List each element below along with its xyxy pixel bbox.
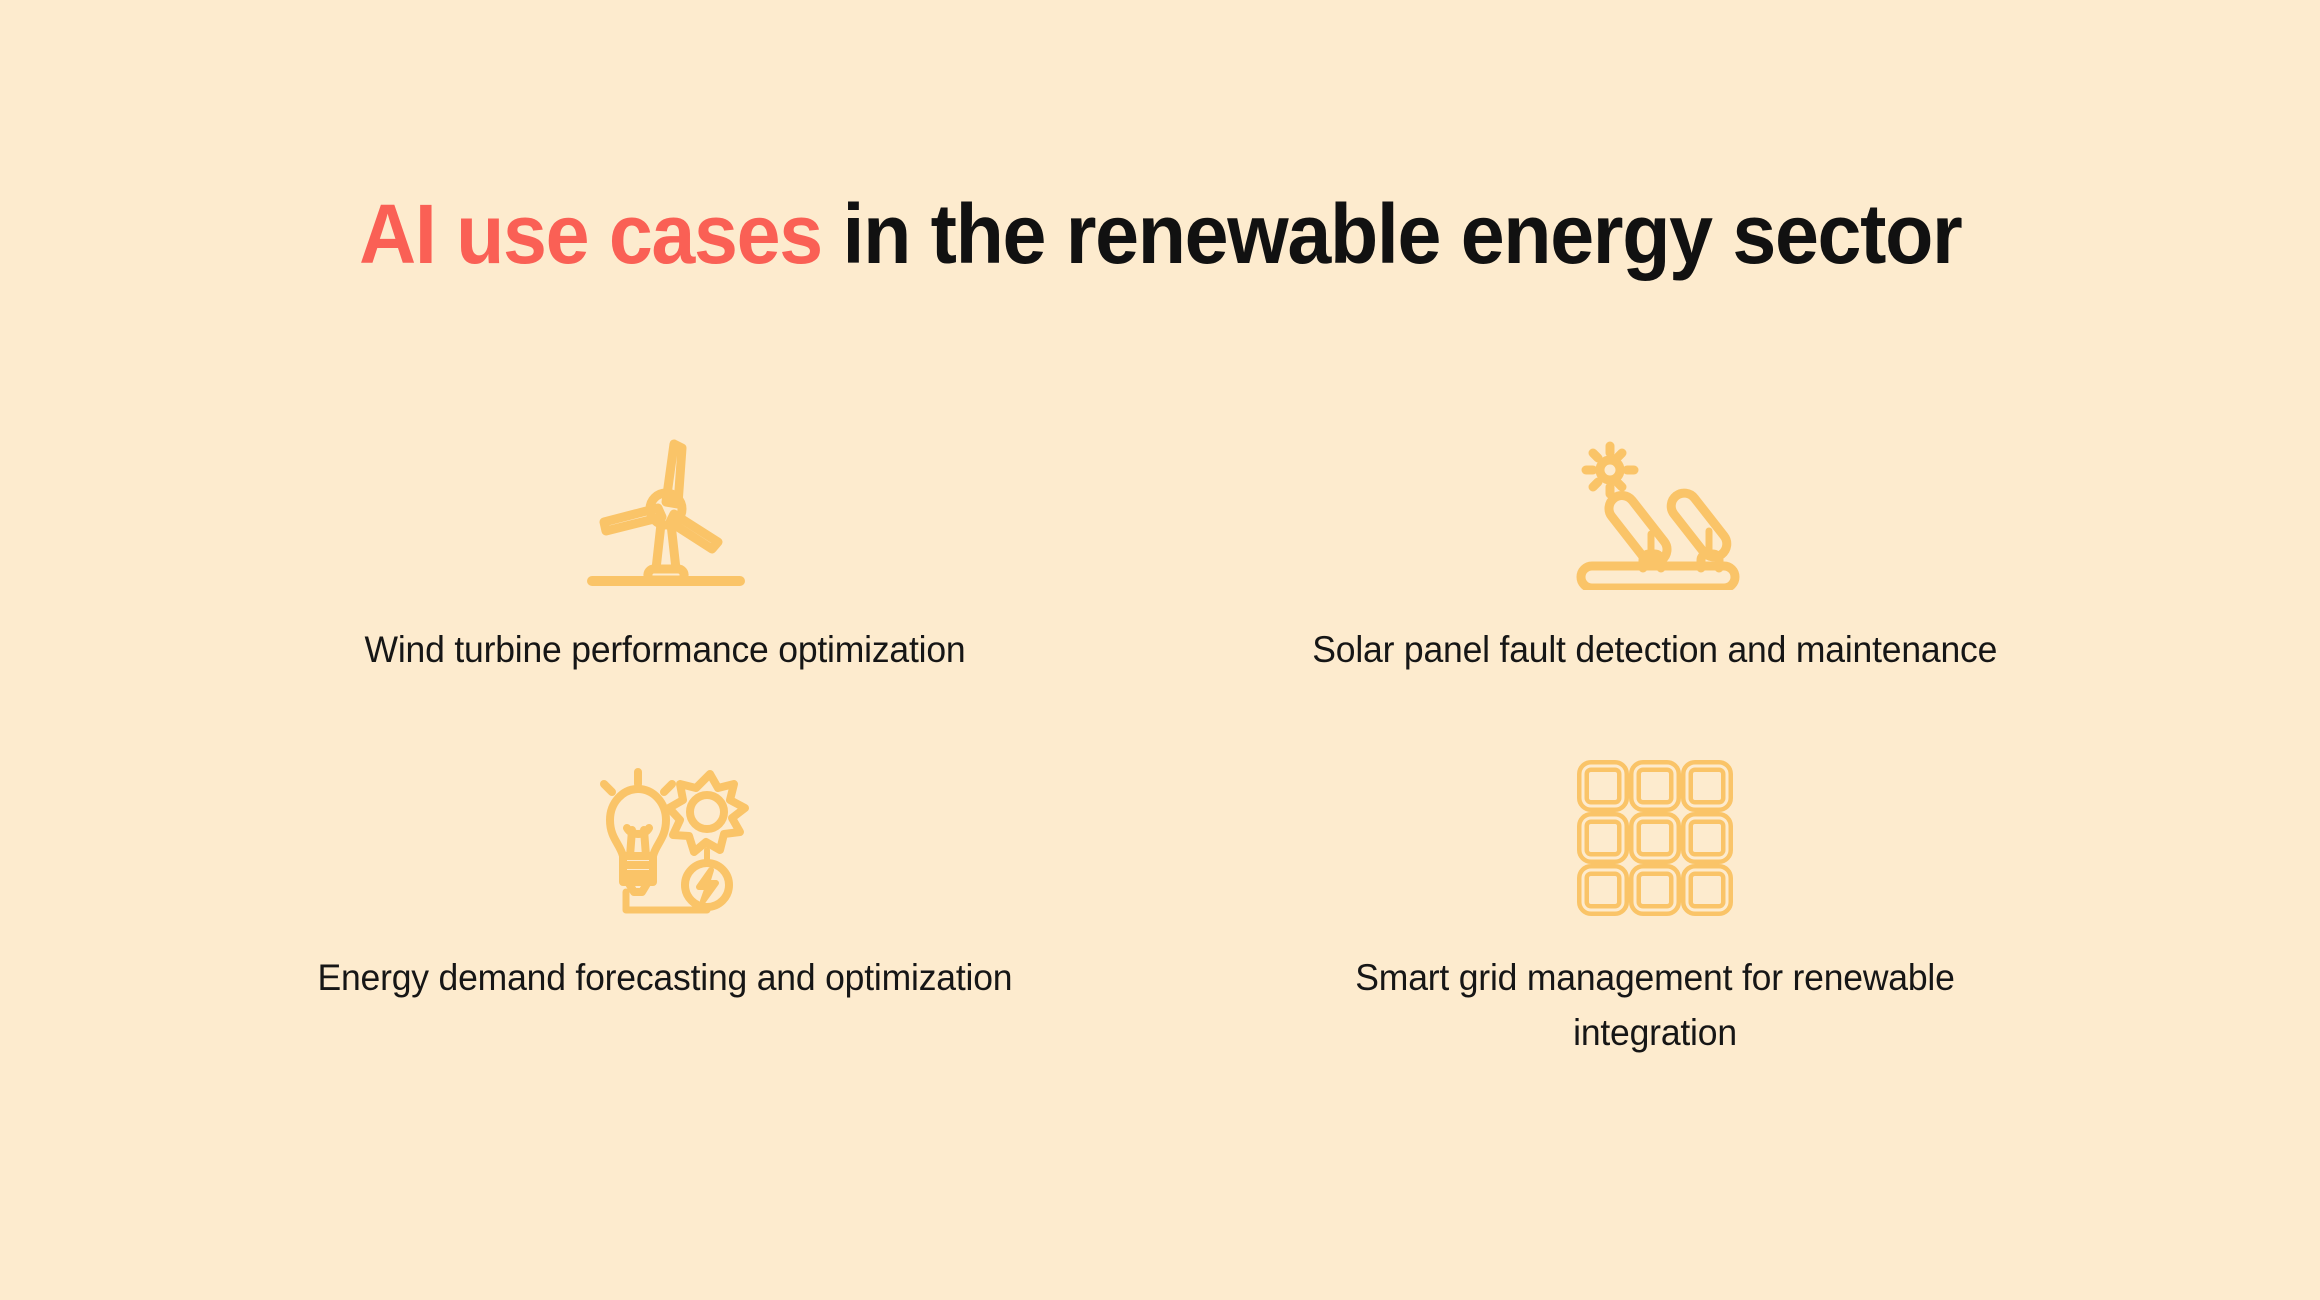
title-text: AI use cases in the renewable energy sec…	[358, 186, 1963, 282]
wind-turbine-icon	[570, 430, 760, 590]
use-case-card-solar: Solar panel fault detection and maintena…	[1160, 430, 2150, 730]
title-highlight: AI use cases	[358, 187, 823, 281]
use-case-card-energy: Energy demand forecasting and optimizati…	[170, 758, 1160, 1058]
use-case-card-smartgrid: Smart grid management for renewable inte…	[1160, 758, 2150, 1058]
use-case-caption: Energy demand forecasting and optimizati…	[317, 957, 1013, 998]
use-case-caption: Smart grid management for renewable inte…	[1355, 957, 1955, 1053]
use-case-grid: Wind turbine performance optimization	[170, 430, 2150, 1058]
use-case-caption: Solar panel fault detection and maintena…	[1312, 629, 1998, 670]
use-case-caption: Wind turbine performance optimization	[364, 629, 966, 670]
lightbulb-energy-icon	[570, 758, 760, 918]
use-case-card-wind: Wind turbine performance optimization	[170, 430, 1160, 730]
title-rest: in the renewable energy sector	[821, 187, 1962, 281]
smart-grid-icon	[1575, 758, 1735, 918]
page-title: AI use cases in the renewable energy sec…	[0, 186, 2320, 282]
solar-panel-icon	[1555, 430, 1755, 590]
